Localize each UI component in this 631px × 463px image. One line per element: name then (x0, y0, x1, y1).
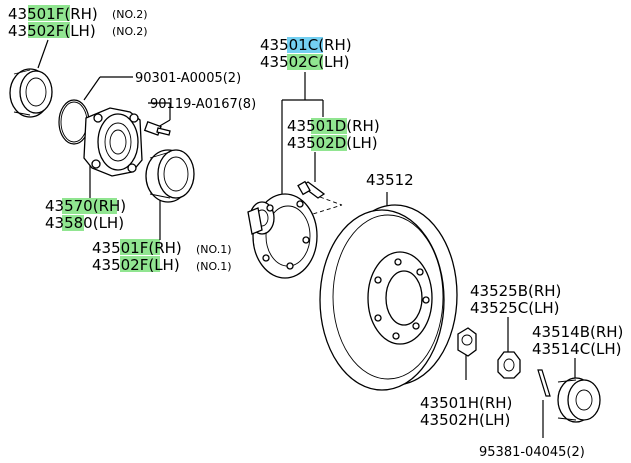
label-hub-rh: 43501D(RH) (287, 117, 380, 135)
highlight-hub-lh (311, 135, 347, 151)
label-lock-nut-lh: 43525C(LH) (470, 299, 560, 317)
highlight-seal-top-rh (28, 5, 70, 21)
label-seal-bottom-note-rh: (NO.1) (196, 243, 232, 256)
label-lock-nut-rh: 43525B(RH) (470, 282, 561, 300)
label-seal-bottom-rh: 43501F(RH) (92, 239, 182, 257)
label-hub-lh: 43502D(LH) (287, 134, 378, 152)
highlight-seal-top-lh (28, 22, 70, 38)
label-cap-lh: 43514C(LH) (532, 340, 622, 358)
nut-part (457, 327, 477, 357)
seal-top-part (9, 68, 53, 118)
highlight-hub-rh (311, 118, 347, 134)
label-hub-assy-lh: 43502C(LH) (260, 53, 350, 71)
highlight-seal-bottom-rh (120, 239, 160, 255)
label-nut-rh: 43501H(RH) (420, 394, 512, 412)
part-labels: 43501F(RH) 43502F(LH) (NO.2) (NO.2) 9030… (8, 5, 623, 460)
label-seal-top-note-rh: (NO.2) (112, 8, 148, 21)
highlight-hub-assy-lh (287, 54, 323, 70)
label-o-ring: 90301-A0005(2) (135, 71, 241, 86)
housing-part (83, 107, 143, 177)
hub-stud-part (297, 180, 326, 199)
label-nut-lh: 43502H(LH) (420, 411, 510, 429)
label-seal-bottom-lh: 43502F(LH) (92, 256, 180, 274)
highlight-housing-rh (62, 198, 117, 214)
label-disc: 43512 (366, 171, 414, 189)
disc-part (319, 204, 458, 391)
label-cotter-pin: 95381-04045(2) (479, 445, 585, 460)
highlight-housing-lh (62, 215, 84, 231)
label-seal-top-note-lh: (NO.2) (112, 25, 148, 38)
lock-nut-part (497, 351, 521, 379)
highlight-hub-assy-rh (287, 37, 323, 53)
highlight-seal-bottom-lh (120, 256, 160, 272)
label-housing-lh: 43580(LH) (45, 214, 124, 232)
cotter-pin-part (537, 369, 551, 397)
highlights (28, 5, 347, 272)
label-housing-bolt: 90119-A0167(8) (150, 97, 256, 112)
label-housing-rh: 43570(RH) (45, 197, 126, 215)
label-seal-top-lh: 43502F(LH) (8, 22, 96, 40)
cap-part (557, 377, 601, 423)
label-seal-top-rh: 43501F(RH) (8, 5, 98, 23)
label-hub-assy-rh: 43501C(RH) (260, 36, 352, 54)
label-cap-rh: 43514B(RH) (532, 323, 623, 341)
housing-bolt-part (143, 121, 171, 136)
seal-bottom-part (145, 149, 195, 203)
hub-part (247, 193, 318, 279)
label-seal-bottom-note-lh: (NO.1) (196, 260, 232, 273)
